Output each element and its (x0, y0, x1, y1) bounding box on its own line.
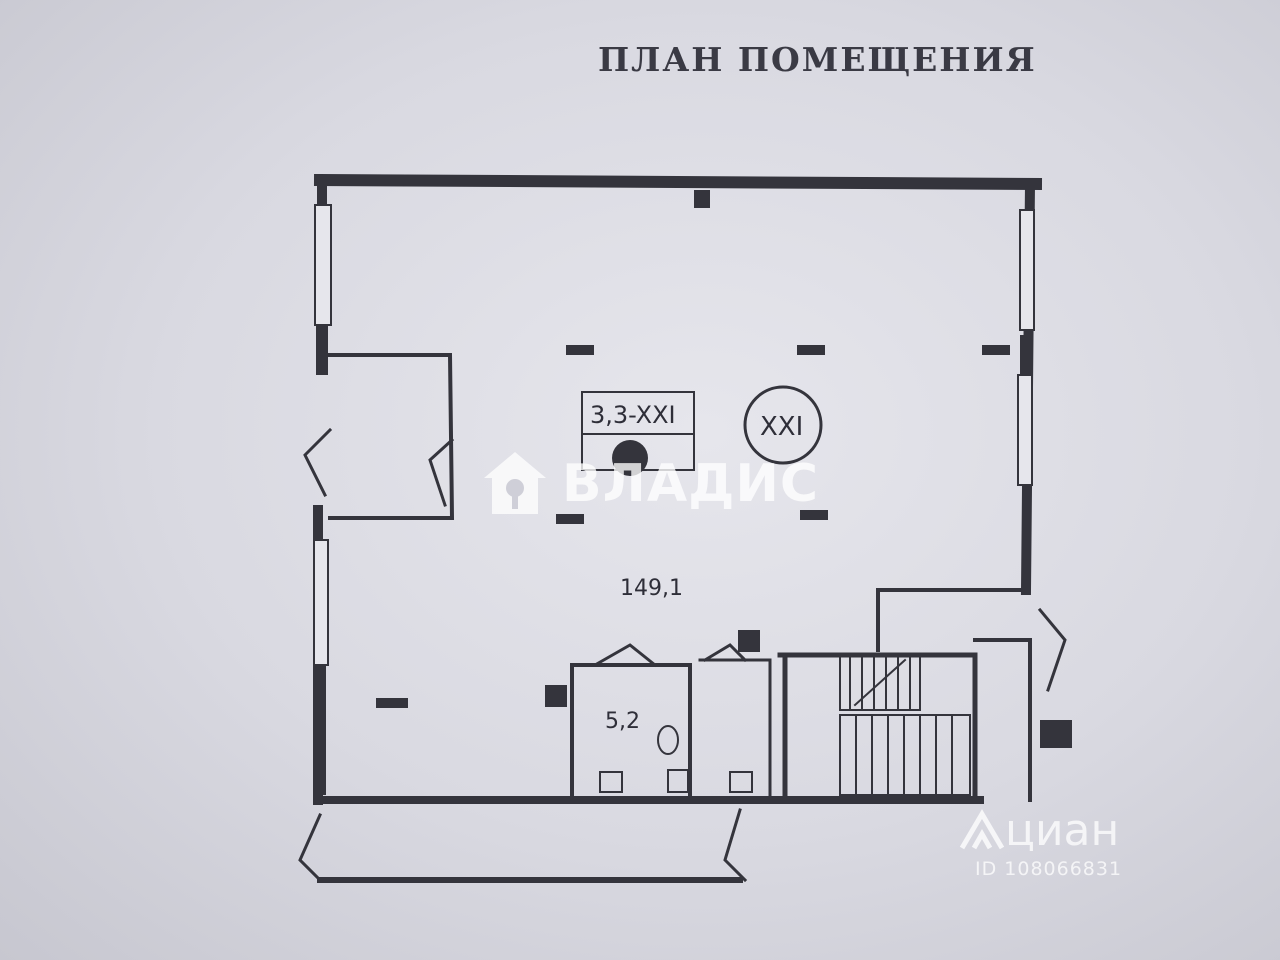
vestibule-door-2 (428, 437, 455, 507)
door-bottom-left (298, 813, 323, 883)
stair-hall (777, 652, 978, 803)
wall-right-lower (876, 588, 1028, 652)
column (1040, 720, 1072, 748)
sink-2 (729, 771, 753, 793)
wall-top (313, 173, 1043, 191)
window-left-1 (314, 204, 332, 326)
column (1020, 335, 1032, 375)
window-right-2 (1017, 374, 1033, 486)
stairs (839, 654, 971, 796)
wc-room (570, 663, 692, 797)
cian-logo-icon (959, 809, 1005, 850)
window-right-1 (1019, 209, 1035, 331)
column (800, 510, 828, 520)
toilet-2 (667, 769, 689, 793)
main-area-label: 149,1 (620, 576, 683, 601)
column (982, 345, 1010, 355)
wc-doors (592, 643, 748, 668)
vestibule (328, 353, 455, 520)
column (376, 698, 408, 708)
column (738, 630, 760, 652)
vladis-watermark: ВЛАДИС (562, 454, 820, 514)
sink-1 (599, 771, 623, 793)
vestibule-door-1 (303, 427, 333, 498)
cian-watermark: циан (1005, 805, 1120, 856)
code-label: 3,3-XXI (590, 401, 676, 429)
door-bottom-right (723, 808, 748, 883)
column (694, 190, 710, 208)
lobby-right (973, 638, 1032, 802)
plan-title: ПЛАН ПОМЕЩЕНИЯ (598, 40, 1037, 79)
column (556, 514, 584, 524)
wc-area-label: 5,2 (605, 709, 640, 734)
toilet (657, 725, 679, 755)
cian-listing-id: ID 108066831 (975, 858, 1123, 880)
column (545, 685, 567, 707)
column (797, 345, 825, 355)
section-label: XXI (760, 412, 803, 442)
code-box (581, 391, 695, 435)
vent-circle (612, 440, 648, 476)
column (566, 345, 594, 355)
house-key-icon (484, 452, 546, 514)
section-circle (743, 385, 823, 465)
column (316, 325, 328, 375)
right-door (1037, 607, 1067, 692)
wc-room-2 (698, 658, 772, 797)
column (314, 665, 326, 795)
window-left-2 (313, 539, 329, 666)
